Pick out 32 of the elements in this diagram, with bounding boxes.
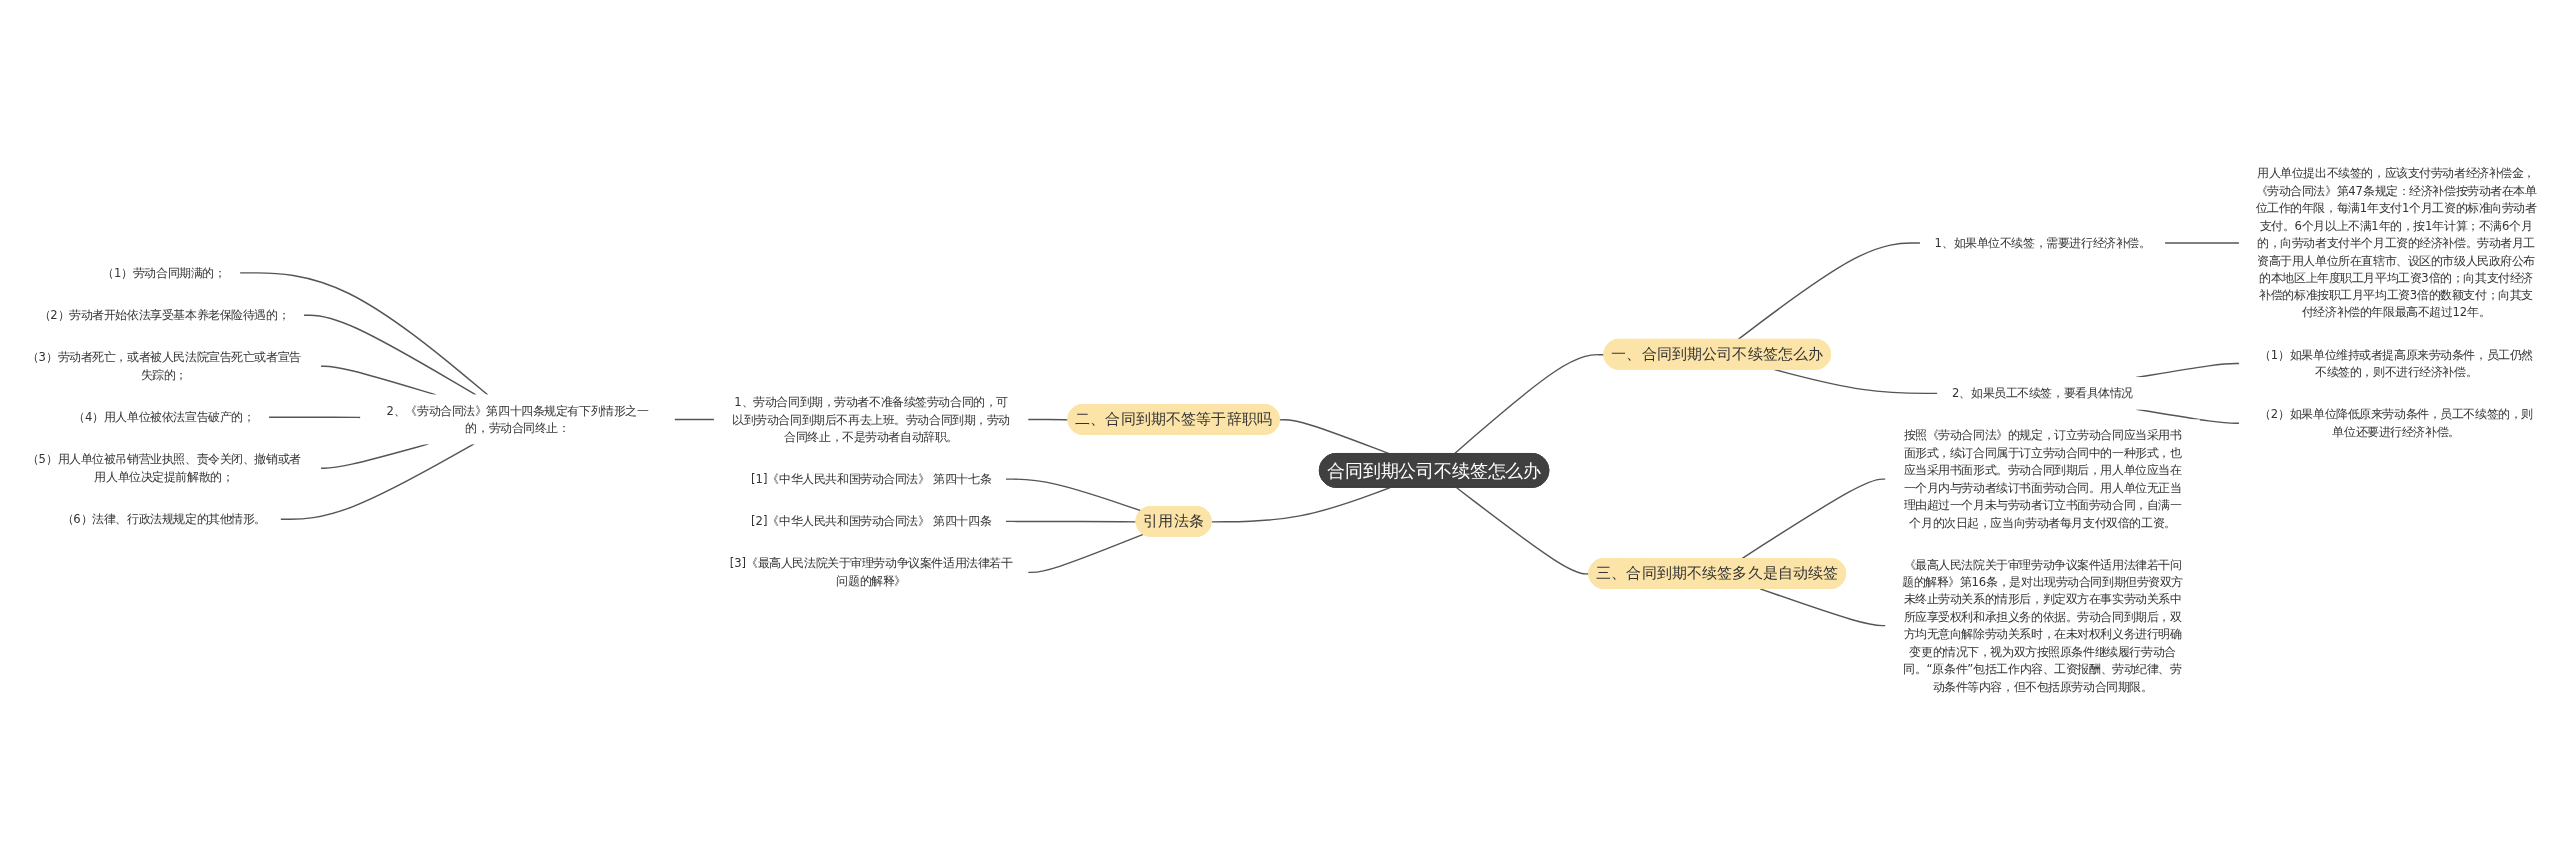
node-text: [3]《最高人民法院关于审理劳动争议案件适用法律若干问题的解释》 [729,556,1013,588]
node-text: （6）法律、行政法规规定的其他情形。 [61,512,266,526]
connector [1759,588,1887,627]
connector [302,314,477,396]
node-text: （3）劳动者死亡，或者被人民法院宣告死亡或者宣告失踪的； [27,350,301,382]
node-text: 2、如果员工不续签，要看具体情况 [1951,386,2134,400]
node-text: （4）用人单位被依法宣告破产的； [73,410,255,424]
connector [267,416,362,419]
node-text: 按照《劳动合同法》的规定，订立劳动合同应当采用书面形式，续订合同属于订立劳动合同中的一种形式，也应当采用书面形式。劳动合同到期后，用人单位应当在一个月内与劳动者续订书面劳动合同。用人单位无正当理由超过一个月未与劳动者订立书面劳动合同，自满一个月的次日起，应当向劳动者每月支付双倍的工资。 [1903,428,2182,529]
node-text: 用人单位提出不续签的，应该支付劳动者经济补偿金，《劳动合同法》第47条规定：经济补偿按劳动者在本单位工作的年限，每满1年支付1个月工资的标准向劳动者支付。6个月以上不满1年的，按1年计算；不满6个月的，向劳动者支付半个月工资的经济补偿。劳动者月工资高于用人单位所在直辖市、设区的市级人民政府公布的本地区上年度职工月平均工资3倍的；向其支付经济补偿的标准按职工月平均工资3倍的数额支付；向其支付经济补偿的年限最高不超过12年。 [2255,166,2537,319]
node-text: [2]《中华人民共和国劳动合同法》 第四十四条 [751,514,992,528]
connector [1027,533,1144,574]
node-text: 《最高人民法院关于审理劳动争议案件适用法律若干问题的解释》第16条，是对出现劳动合同到期但劳资双方未终止劳动关系的情形后，判定双方在事实劳动关系中所应享受权利和承担义务的依据。劳动合同到期后，双方均无意向解除劳动关系时，在未对权利义务进行明确变更的情况下，视为双方按照原条件继续履行劳动合同。“原条件”包括工作内容、工资报酬、劳动纪律、劳动条件等内容，但不包括原劳动合同期限。 [1901,557,2184,693]
connector [1210,487,1391,523]
connector [1004,520,1138,523]
connector [1455,487,1590,575]
node-text: [1]《中华人民共和国劳动合同法》 第四十七条 [751,472,992,486]
connector [2163,242,2241,244]
connector [1453,353,1606,455]
node-text: 2、《劳动合同法》第四十四条规定有下列情形之一的，劳动合同终止： [386,403,649,435]
node-text: （1）劳动合同期满的； [102,266,226,280]
connector [673,418,716,421]
node-text: 1、劳动合同到期，劳动者不准备续签劳动合同的，可以到劳动合同到期后不再去上班。劳动合同到期，劳动合同终止，不是劳动者自动辞职。 [732,395,1011,444]
node-text: （2）劳动者开始依法享受基本养老保险待遇的； [38,308,290,322]
node-text: （2）如果单位降低原来劳动条件，员工不续签的，则单位还要进行经济补偿。 [2259,407,2533,439]
node-text: （5）用人单位被吊销营业执照、责令关闭、撤销或者用人单位决定提前解散的； [27,452,301,484]
connector [1736,242,1922,341]
connector [279,443,475,520]
node-text: 1、如果单位不续签，需要进行经济补偿。 [1934,236,2151,250]
connector [239,272,489,396]
node-text: （1）如果单位维持或者提高原来劳动条件，员工仍然不续签的，则不进行经济补偿。 [2259,347,2533,379]
connector [1740,478,1887,560]
